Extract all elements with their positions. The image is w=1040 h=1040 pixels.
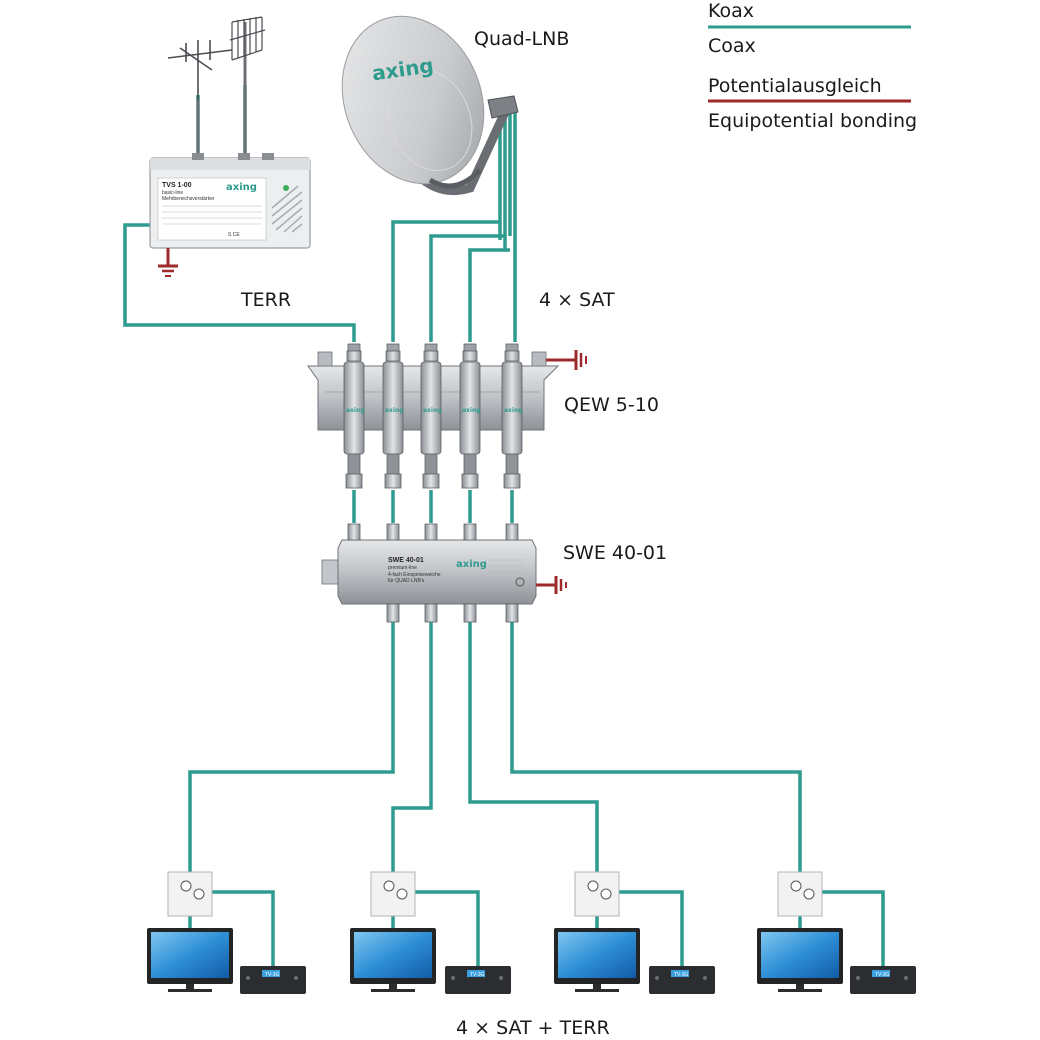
receiver-icon xyxy=(850,966,916,994)
rx-cable-1 xyxy=(203,890,275,968)
legend-bonding-de: Potentialausgleich xyxy=(708,75,882,97)
cartridge-logo: axing xyxy=(462,407,481,414)
legend-coax-de: Koax xyxy=(708,0,754,22)
swe-desc1: 4-fach Einspeiseweiche xyxy=(388,572,441,578)
swe-label: SWE 40-01 xyxy=(563,542,667,564)
wall-socket-icon xyxy=(777,871,823,917)
receiver-display: TV-3G xyxy=(674,972,689,978)
amp-subtitle: Mehrbereichsverstärker xyxy=(162,196,215,202)
wall-socket-icon xyxy=(370,871,416,917)
legend-bonding-en: Equipotential bonding xyxy=(708,110,917,132)
terr-label: TERR xyxy=(240,289,291,311)
output-cable-1 xyxy=(188,622,395,883)
cartridge-3: axing xyxy=(420,343,442,489)
outlet-2: TV-3G xyxy=(350,871,511,994)
swe-desc2: für QUAD LNB's xyxy=(388,578,425,584)
receiver-icon xyxy=(445,966,511,994)
terrestrial-antennas xyxy=(167,16,266,158)
wall-socket-icon xyxy=(574,871,620,917)
uhf-antenna xyxy=(229,16,266,158)
grounding-block-cartridges: axing axing axing axing xyxy=(343,343,523,489)
outlet-1: TV-3G xyxy=(147,871,306,994)
receiver-display: TV-3G xyxy=(470,972,485,978)
output-cable-3 xyxy=(468,622,599,883)
amp-ground-icon xyxy=(158,248,178,277)
sat-label: 4 × SAT xyxy=(539,289,615,311)
vhf-antenna xyxy=(167,40,233,158)
swe-ground-icon xyxy=(536,576,567,594)
sat-cable-3 xyxy=(468,248,510,342)
swe-line: premium-line xyxy=(388,565,417,571)
sat-cable-1 xyxy=(391,220,500,342)
rx-cable-4 xyxy=(813,890,885,968)
cartridge-4: axing xyxy=(459,343,481,489)
qew-label: QEW 5-10 xyxy=(564,394,659,416)
legend-coax-en: Coax xyxy=(708,35,756,57)
amp-model: TVS 1-00 xyxy=(162,182,192,189)
receiver-display: TV-3G xyxy=(875,972,890,978)
cartridge-logo: axing xyxy=(504,407,523,414)
wall-socket-icon xyxy=(167,871,213,917)
amp-logo: axing xyxy=(226,182,257,193)
outlet-3: TV-3G xyxy=(554,871,715,994)
sat-cable-2 xyxy=(429,234,505,342)
amp-marks: S CE xyxy=(228,232,240,238)
terrestrial-amplifier: TVS 1-00 basic-line Mehrbereichsverstärk… xyxy=(149,153,311,249)
multiswitch-inputs xyxy=(347,523,519,541)
cartridge-logo: axing xyxy=(423,407,442,414)
receiver-display: TV-3G xyxy=(265,972,280,978)
cartridge-2: axing xyxy=(382,343,404,489)
satellite-dish: axing xyxy=(341,15,519,196)
output-cable-4 xyxy=(510,622,802,883)
ground-terminal-icon xyxy=(515,577,525,587)
rx-cable-3 xyxy=(610,890,684,968)
cartridge-5: axing xyxy=(501,343,523,489)
receiver-icon xyxy=(649,966,715,994)
cartridge-logo: axing xyxy=(385,407,404,414)
terr-cable xyxy=(123,223,356,342)
cartridge-logo: axing xyxy=(346,407,365,414)
outlet-4: TV-3G xyxy=(757,871,916,994)
qew-ground-icon xyxy=(546,350,587,370)
multiswitch-outputs xyxy=(386,603,519,623)
cartridge-1: axing xyxy=(343,343,365,489)
lnb-icon xyxy=(487,95,519,119)
swe-model: SWE 40-01 xyxy=(388,557,424,564)
swe-logo: axing xyxy=(456,559,487,570)
output-cable-2 xyxy=(391,622,433,883)
output-label: 4 × SAT + TERR xyxy=(456,1017,610,1039)
amp-line: basic-line xyxy=(162,190,183,196)
lnb-label: Quad-LNB xyxy=(474,28,569,50)
legend: Koax Coax Potentialausgleich Equipotenti… xyxy=(708,0,917,132)
rx-cable-2 xyxy=(406,890,480,968)
power-led-icon xyxy=(283,185,289,191)
receiver-icon xyxy=(240,966,306,994)
multiswitch: SWE 40-01 premium-line 4-fach Einspeisew… xyxy=(321,523,537,623)
